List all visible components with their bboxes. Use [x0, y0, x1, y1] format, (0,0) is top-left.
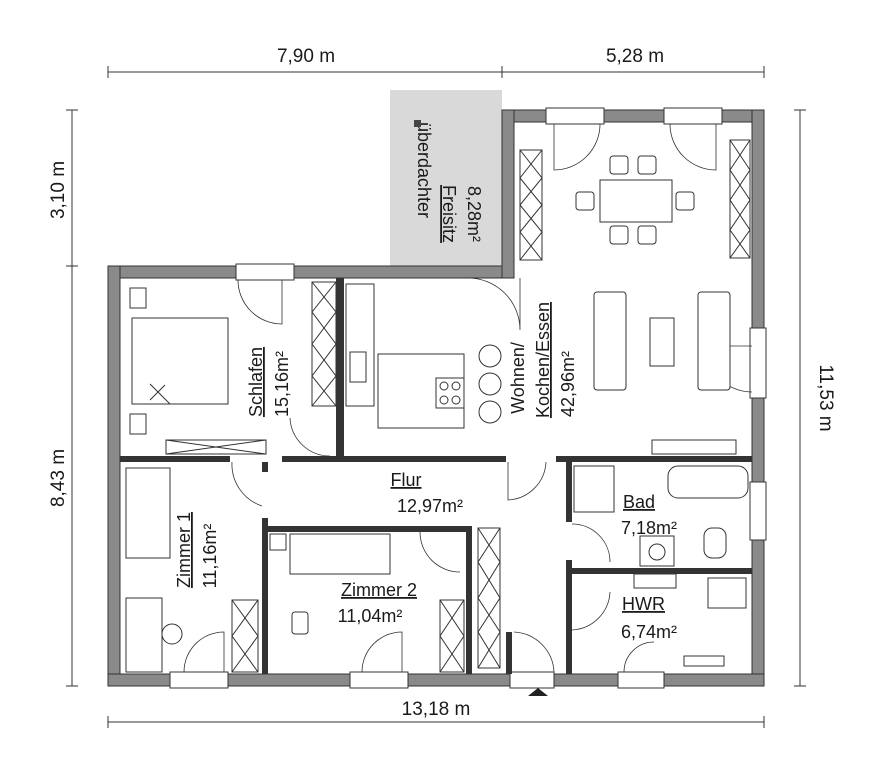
bedroom-name: Schlafen: [246, 347, 266, 417]
dim-left-upper: 3,10 m: [48, 161, 69, 219]
hall-area: 12,97m²: [397, 496, 463, 516]
bedroom-label: Schlafen 15,16m²: [246, 347, 292, 417]
bath-label: Bad 7,18m²: [621, 492, 677, 538]
room2-area: 11,04m²: [338, 606, 403, 626]
bedroom-area: 15,16m²: [272, 351, 292, 417]
dim-left-lower: 8,43 m: [48, 449, 69, 507]
hall-label: Flur 12,97m²: [391, 470, 464, 516]
windows: [169, 107, 767, 689]
dim-top-left: 7,90 m: [277, 46, 335, 67]
dim-right: 11,53 m: [815, 364, 836, 431]
terrace-label: überdachter Freisitz 8,28m²: [414, 122, 484, 243]
room2-label: Zimmer 2 11,04m²: [338, 580, 417, 626]
terrace-area: 8,28m²: [464, 186, 484, 242]
hall-name: Flur: [391, 470, 422, 490]
utility-name: HWR: [622, 594, 665, 614]
terrace-area: [390, 90, 502, 266]
utility-area: 6,74m²: [621, 622, 677, 642]
entrance-marker: [528, 688, 548, 696]
living-line1: Wohnen/: [508, 342, 528, 414]
living-line2: Kochen/Essen: [533, 302, 553, 418]
dim-bottom: 13,18 m: [402, 699, 471, 720]
living-area: 42,96m²: [558, 351, 578, 417]
doors: [183, 123, 753, 673]
room1-name: Zimmer 1: [174, 512, 194, 588]
living-label: Wohnen/ Kochen/Essen 42,96m²: [508, 302, 578, 418]
terrace-marker-icon: [414, 120, 421, 127]
room2-name: Zimmer 2: [341, 580, 417, 600]
room1-area: 11,16m²: [200, 524, 220, 589]
utility-label: HWR 6,74m²: [621, 594, 677, 642]
terrace-line1: überdachter: [414, 122, 434, 218]
bath-area: 7,18m²: [621, 518, 677, 538]
furniture: [125, 139, 751, 673]
interior-walls: [120, 278, 752, 674]
terrace-line2: Freisitz: [439, 185, 459, 243]
dimension-lines: [66, 66, 806, 728]
dim-top-right: 5,28 m: [606, 46, 664, 67]
bath-name: Bad: [623, 492, 655, 512]
room1-label: Zimmer 1 11,16m²: [174, 512, 220, 588]
